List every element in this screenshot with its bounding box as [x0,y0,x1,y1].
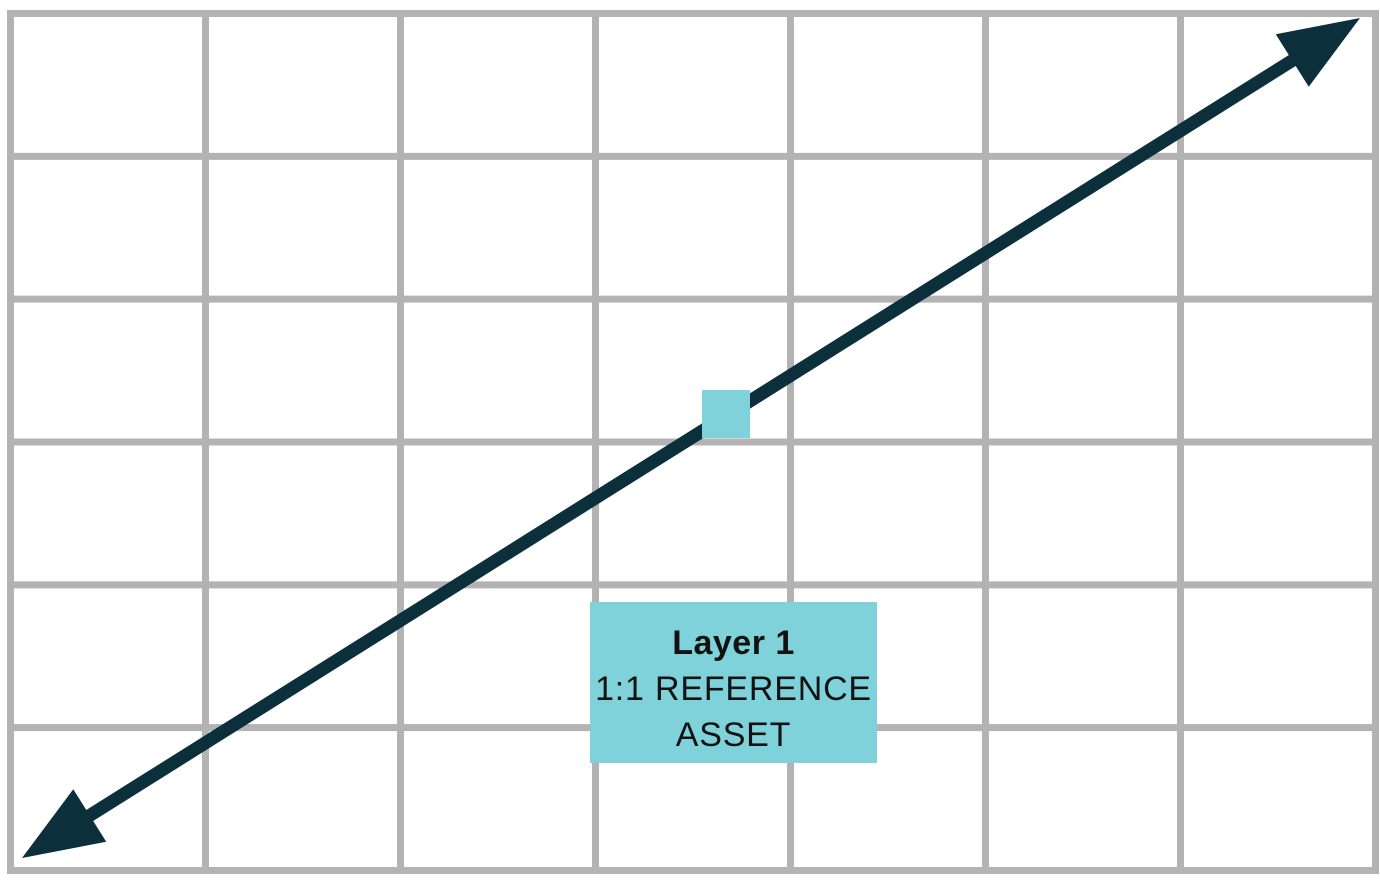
label-line1: 1:1 REFERENCE [595,670,872,708]
marker-square [702,390,750,438]
arrowhead-up-icon [1275,18,1360,87]
reference-line [59,38,1323,838]
arrowhead-down-icon [22,789,107,858]
label-box-background [590,602,877,763]
label-box: Layer 1 1:1 REFERENCE ASSET [590,602,877,763]
reference-line-group [22,18,1360,858]
label-line2: ASSET [676,716,791,754]
label-title: Layer 1 [672,624,795,662]
